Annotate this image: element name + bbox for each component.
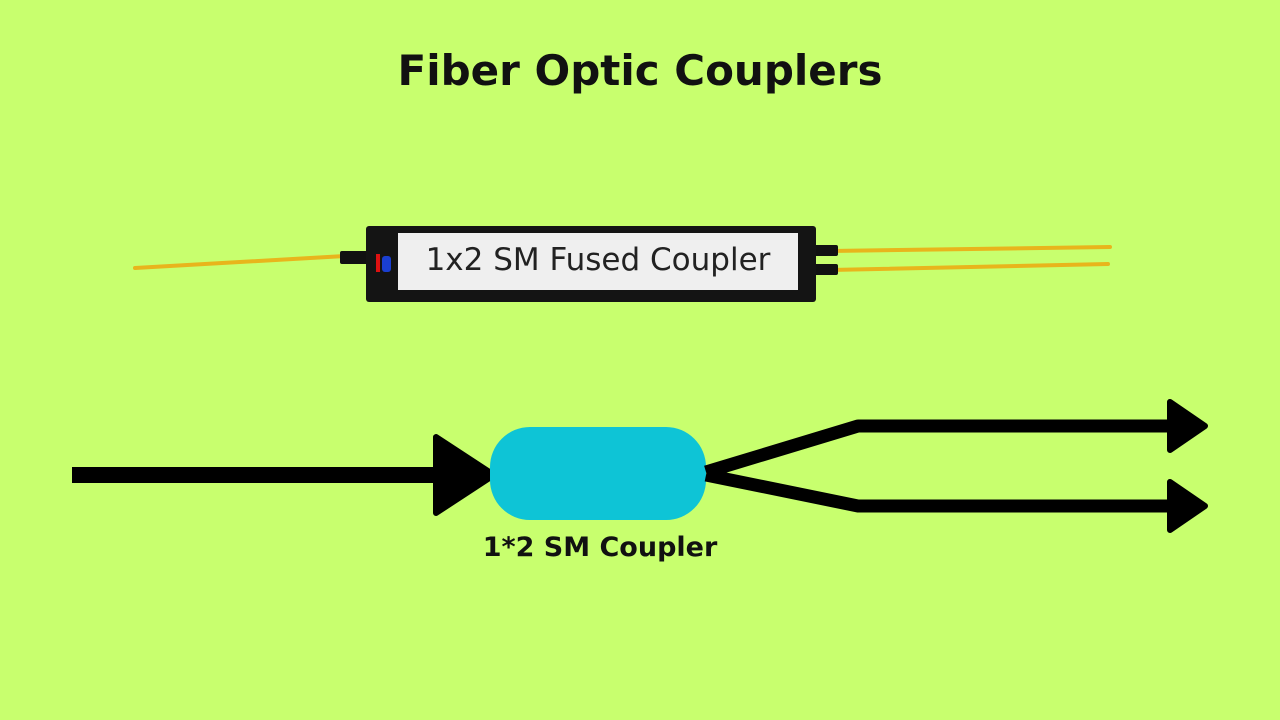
output-branch-bottom bbox=[704, 468, 1172, 513]
coupler-device-illustration: 1x2 SM Fused Coupler bbox=[133, 226, 1112, 302]
device-label-text: 1x2 SM Fused Coupler bbox=[426, 242, 771, 278]
output-fiber-top bbox=[828, 245, 1112, 253]
right-boot-top bbox=[810, 245, 838, 256]
coupler-block bbox=[490, 427, 706, 520]
output-arrowhead-top-icon bbox=[1167, 399, 1208, 453]
output-arrowhead-bottom-icon bbox=[1167, 479, 1208, 533]
left-boot bbox=[340, 251, 370, 264]
device-label-plate bbox=[398, 233, 798, 290]
input-fiber bbox=[133, 254, 347, 270]
diagram-caption: 1*2 SM Coupler bbox=[482, 532, 718, 563]
right-boot-bottom bbox=[810, 264, 838, 275]
page-title: Fiber Optic Couplers bbox=[397, 46, 883, 95]
output-fiber-bottom bbox=[828, 262, 1110, 272]
logo-mark-icon bbox=[376, 254, 391, 272]
coupler-schematic bbox=[72, 399, 1208, 533]
output-branch-top bbox=[704, 419, 1172, 479]
input-arrowhead-icon bbox=[433, 434, 497, 516]
